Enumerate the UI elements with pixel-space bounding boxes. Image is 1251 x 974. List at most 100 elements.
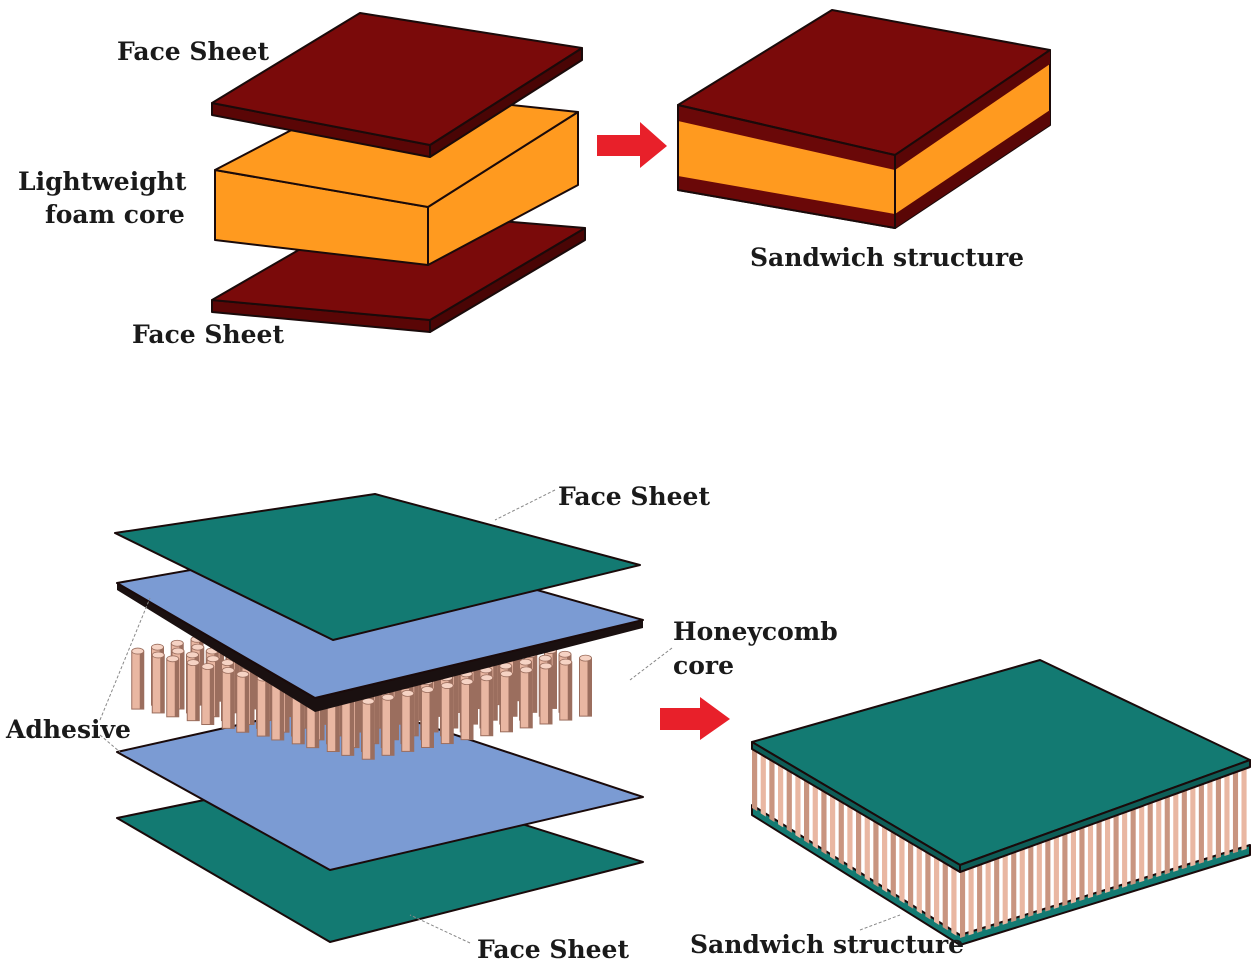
honeycomb-column xyxy=(804,775,810,844)
honeycomb-column xyxy=(882,821,888,893)
honeycomb-cell xyxy=(186,659,200,722)
honeycomb-cell xyxy=(519,666,533,729)
top-adhesive-underside xyxy=(117,583,643,712)
honeycomb-column xyxy=(977,859,983,933)
honeycomb-column xyxy=(769,755,775,823)
honeycomb-cell xyxy=(361,697,375,760)
honeycomb-column xyxy=(934,852,940,925)
label-honeycomb-sandwich-structure: Sandwich structure xyxy=(690,930,964,959)
honeycomb-column xyxy=(778,760,784,828)
honeycomb-column xyxy=(795,770,801,839)
honeycomb-cell xyxy=(201,663,215,726)
honeycomb-column xyxy=(1002,850,1008,925)
honeycomb-column xyxy=(1147,798,1153,880)
honeycomb-column xyxy=(951,862,957,936)
label-adhesive: Adhesive xyxy=(5,715,131,744)
honeycomb-cell xyxy=(131,647,145,710)
label-foam-top-face-sheet: Face Sheet xyxy=(117,37,269,66)
honeycomb-sandwich-result xyxy=(751,659,1251,946)
honeycomb-column xyxy=(1130,804,1136,886)
honeycomb-cell xyxy=(579,654,592,717)
honeycomb-column xyxy=(786,765,792,833)
foam-sandwich-result xyxy=(677,9,1051,229)
honeycomb-column xyxy=(908,837,914,909)
honeycomb-column xyxy=(1070,826,1076,904)
label-honeycomb-top-face-sheet: Face Sheet xyxy=(558,482,710,511)
honeycomb-column xyxy=(890,827,896,898)
label-honeycomb-bottom-face-sheet: Face Sheet xyxy=(477,935,629,964)
foam-exploded-view xyxy=(211,12,586,333)
honeycomb-column xyxy=(1164,792,1170,875)
honeycomb-column xyxy=(1198,779,1204,864)
honeycomb-cell xyxy=(236,670,250,733)
honeycomb-column xyxy=(1105,813,1111,893)
honeycomb-column xyxy=(1062,829,1068,907)
honeycomb-column xyxy=(1045,835,1051,912)
honeycomb-column xyxy=(1096,816,1102,896)
honeycomb-cell xyxy=(221,666,235,729)
honeycomb-column xyxy=(847,801,853,871)
honeycomb-cell xyxy=(381,693,395,756)
honeycomb-column xyxy=(830,791,836,860)
honeycomb-column xyxy=(873,816,879,888)
honeycomb-cell xyxy=(401,689,415,752)
honeycomb-column xyxy=(1241,764,1247,851)
honeycomb-column xyxy=(1139,801,1145,883)
honeycomb-column xyxy=(864,811,870,882)
foam-top-face-sheet xyxy=(211,12,583,158)
honeycomb-column xyxy=(752,745,758,812)
honeycomb-column xyxy=(1087,819,1094,899)
honeycomb-column xyxy=(1011,847,1017,923)
honeycomb-column xyxy=(1019,844,1025,920)
honeycomb-column xyxy=(1181,785,1187,870)
honeycomb-column xyxy=(1113,810,1119,891)
honeycomb-column xyxy=(1215,773,1221,859)
label-foam-core-line1: Lightweight xyxy=(18,167,187,196)
honeycomb-cell xyxy=(559,658,573,721)
honeycomb-cell xyxy=(460,678,474,741)
honeycomb-column xyxy=(942,857,948,931)
honeycomb-cell xyxy=(166,655,180,718)
honeycomb-top-face-sheet xyxy=(114,493,641,641)
honeycomb-column xyxy=(994,853,1000,928)
honeycomb-cell xyxy=(480,674,494,737)
honeycomb-column xyxy=(916,842,922,915)
honeycomb-column xyxy=(1232,767,1239,854)
honeycomb-column xyxy=(838,796,844,866)
honeycomb-cell xyxy=(421,686,434,748)
honeycomb-column xyxy=(1190,782,1196,867)
honeycomb-cell xyxy=(539,662,553,725)
honeycomb-column xyxy=(856,806,862,877)
honeycomb-column xyxy=(1036,838,1042,915)
leader-lines xyxy=(99,489,901,944)
honeycomb-column xyxy=(760,750,766,817)
honeycomb-column xyxy=(1156,795,1162,878)
honeycomb-cell xyxy=(151,651,165,714)
honeycomb-column xyxy=(1028,841,1034,917)
label-honeycomb-core-line2: core xyxy=(673,651,734,680)
honeycomb-exploded-view xyxy=(114,493,644,943)
honeycomb-column xyxy=(1207,776,1213,862)
honeycomb-column xyxy=(960,866,966,938)
honeycomb-column xyxy=(1122,807,1128,888)
honeycomb-column xyxy=(1173,788,1179,872)
arrow-icon xyxy=(660,697,730,740)
honeycomb-column xyxy=(925,847,931,920)
honeycomb-column xyxy=(1079,822,1085,901)
honeycomb-column xyxy=(968,863,974,936)
honeycomb-cell xyxy=(500,670,513,733)
honeycomb-column xyxy=(1224,770,1230,856)
honeycomb-column xyxy=(985,856,991,931)
label-foam-sandwich-structure: Sandwich structure xyxy=(750,243,1024,272)
honeycomb-cell xyxy=(256,674,270,737)
arrow-icon xyxy=(597,122,667,168)
honeycomb-column xyxy=(899,832,905,904)
honeycomb-column xyxy=(821,786,827,855)
label-foam-core-line2: foam core xyxy=(45,200,185,229)
honeycomb-column xyxy=(812,780,818,850)
honeycomb-column xyxy=(1053,832,1059,909)
label-honeycomb-core-line1: Honeycomb xyxy=(673,617,838,646)
label-foam-bottom-face-sheet: Face Sheet xyxy=(132,320,284,349)
honeycomb-cell xyxy=(440,682,454,745)
